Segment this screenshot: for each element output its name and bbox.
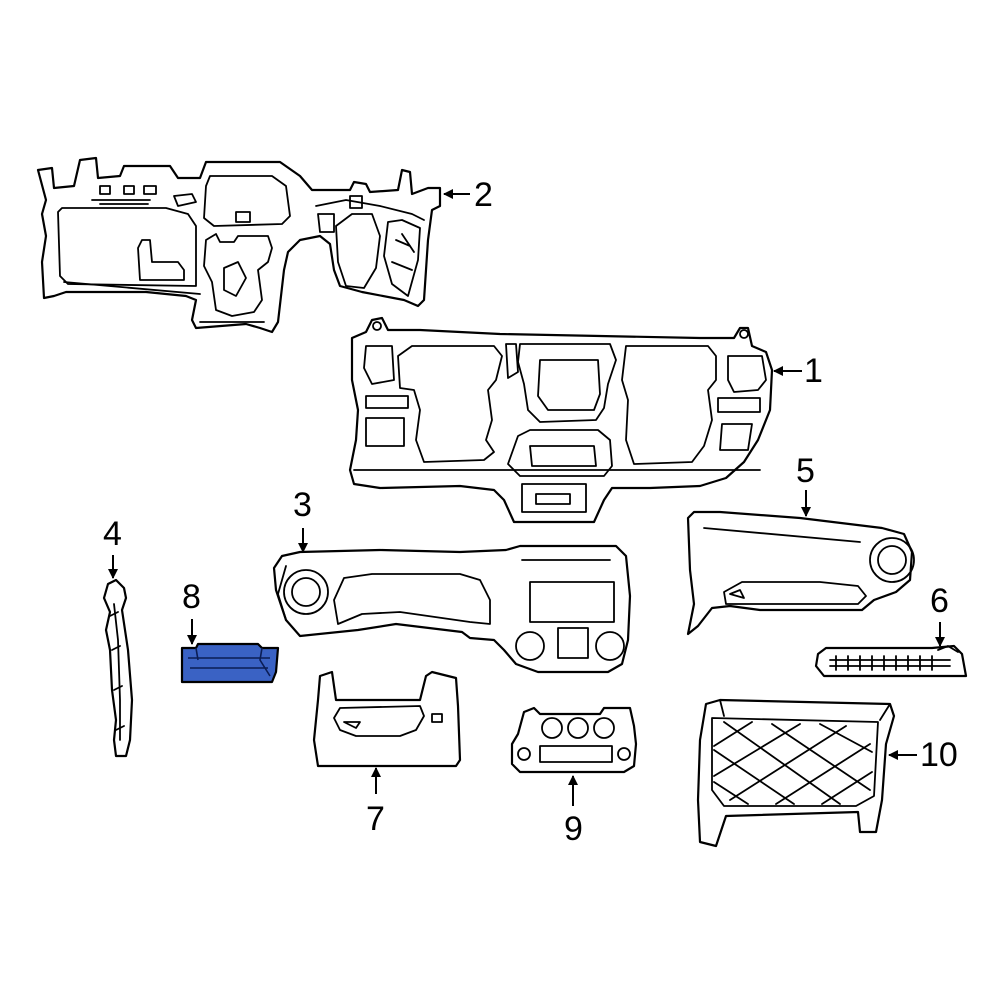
net-mesh (713, 721, 873, 805)
part-1-dash-carrier[interactable] (348, 316, 774, 524)
part-8-highlighted-bracket[interactable] (180, 642, 280, 684)
leader-lines (108, 189, 945, 806)
callout-9: 9 (564, 810, 583, 848)
callout-labels: 1 2 3 4 5 6 7 8 9 10 (103, 176, 958, 848)
part-5-passenger-panel[interactable] (686, 510, 915, 636)
part-6-vent-strip[interactable] (814, 644, 968, 678)
part-7-lower-panel[interactable] (312, 670, 462, 768)
part-4-side-trim[interactable] (102, 578, 134, 758)
callout-7: 7 (366, 800, 385, 838)
part-3-instrument-bezel[interactable] (272, 544, 632, 674)
callout-6: 6 (930, 582, 949, 620)
callout-2: 2 (474, 176, 493, 214)
callout-4: 4 (103, 515, 122, 553)
part-9-control-bezel[interactable] (510, 706, 638, 774)
part-2-reinforcement-frame[interactable] (36, 156, 442, 334)
callout-5: 5 (796, 452, 815, 490)
part-10-storage-net[interactable] (696, 698, 896, 848)
callout-10: 10 (920, 736, 958, 774)
callout-1: 1 (804, 352, 823, 390)
callout-3: 3 (293, 486, 312, 524)
callout-8: 8 (182, 578, 201, 616)
